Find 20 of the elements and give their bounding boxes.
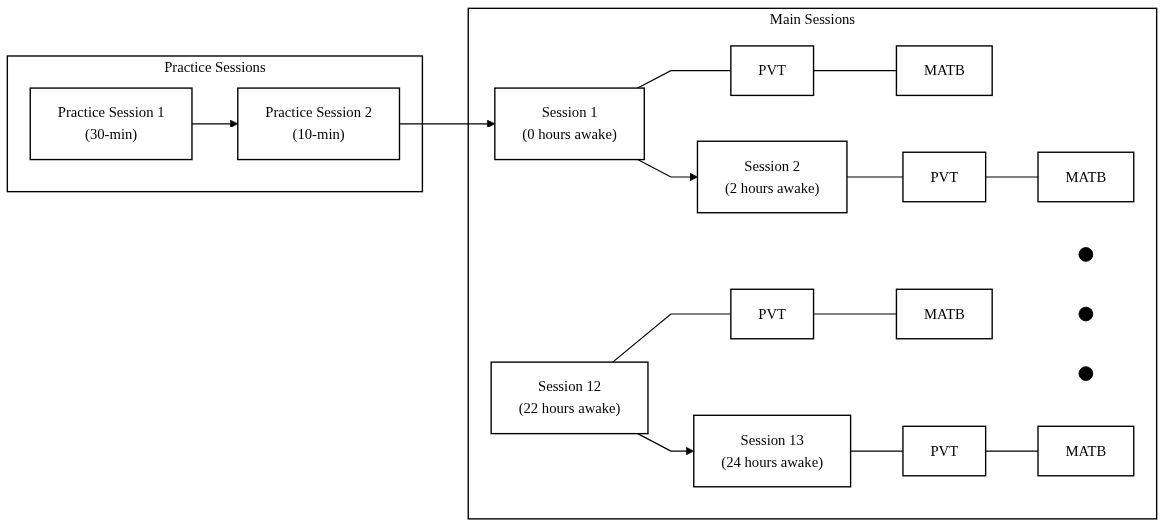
node-circle xyxy=(1078,307,1094,322)
node-circle xyxy=(1078,247,1094,263)
arrow xyxy=(637,159,698,182)
node-circle xyxy=(1078,366,1094,382)
node-box: Practice Session 1 (30-min) xyxy=(29,87,193,161)
node-box: MATB xyxy=(895,288,993,340)
node-box: PVT xyxy=(902,426,987,477)
node-box: Session 2 (2 hours awake) xyxy=(696,140,848,214)
node-box: Session 1 (0 hours awake) xyxy=(494,87,645,161)
node-box: MATB xyxy=(895,45,993,97)
node-box: PVT xyxy=(730,45,815,97)
node-box: PVT xyxy=(730,288,815,340)
node-box: Practice Session 2 (10-min) xyxy=(237,87,401,161)
node-box: MATB xyxy=(1037,426,1135,477)
connector xyxy=(985,450,1039,453)
node-box: Session 12 (22 hours awake) xyxy=(490,361,649,435)
connector xyxy=(985,176,1039,178)
node-box: Session 13 (24 hours awake) xyxy=(693,415,852,488)
node-box: PVT xyxy=(902,151,987,203)
node-box: MATB xyxy=(1037,151,1135,203)
